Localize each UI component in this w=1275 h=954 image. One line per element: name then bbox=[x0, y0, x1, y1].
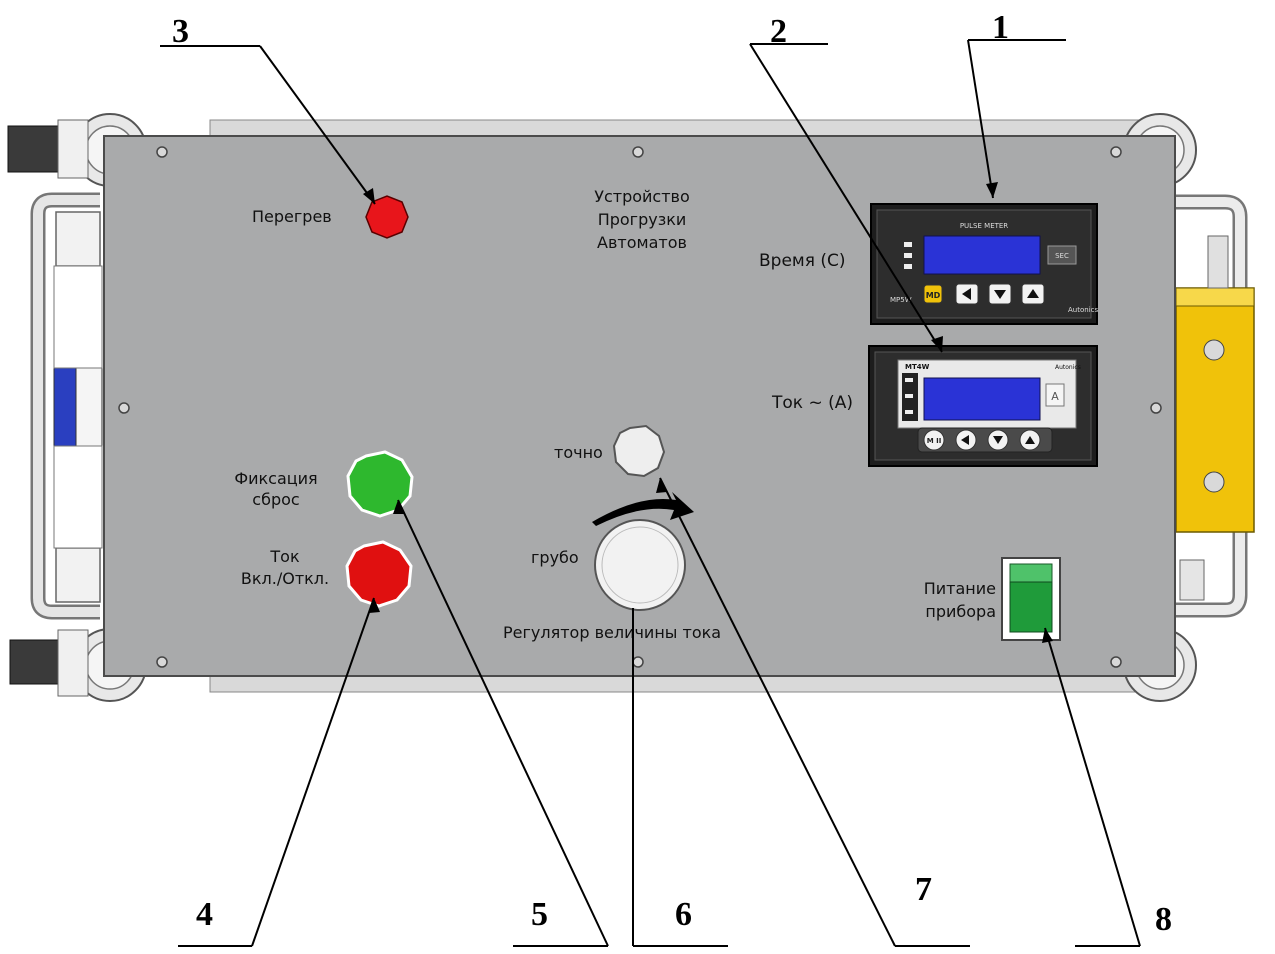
current-meter-model: MT4W bbox=[905, 363, 930, 371]
callout-3: 3 bbox=[172, 13, 189, 50]
down-arrow-icon bbox=[994, 290, 1006, 299]
current-on-off-button[interactable] bbox=[345, 540, 413, 608]
screw bbox=[632, 656, 644, 668]
screw bbox=[1110, 146, 1122, 158]
regulator-label: Регулятор величины тока bbox=[503, 623, 721, 642]
indicator-led bbox=[905, 410, 913, 414]
screw bbox=[118, 402, 130, 414]
time-meter-model: MP5W bbox=[890, 296, 912, 304]
overheat-lamp bbox=[365, 195, 409, 239]
coarse-knob[interactable] bbox=[594, 519, 686, 611]
tok-label-line-2: Вкл./Откл. bbox=[241, 569, 329, 588]
arrowhead-4 bbox=[369, 598, 380, 613]
device-title-line-2: Прогрузки bbox=[598, 210, 687, 229]
power-switch[interactable] bbox=[1001, 557, 1061, 641]
screw bbox=[156, 146, 168, 158]
fine-knob[interactable] bbox=[612, 424, 666, 478]
arrowhead-7 bbox=[656, 478, 667, 493]
power-label-line-1: Питание bbox=[924, 579, 996, 598]
time-meter-brand: PULSE METER bbox=[960, 222, 1008, 230]
md-button-label: MD bbox=[926, 291, 941, 300]
mode-button-label: M II bbox=[927, 437, 942, 445]
power-label-line-2: прибора bbox=[925, 602, 996, 621]
md-button[interactable] bbox=[923, 284, 943, 304]
leader-5 bbox=[397, 499, 609, 947]
coarse-knob-ring bbox=[601, 526, 679, 604]
current-label: Ток ~ (А) bbox=[771, 393, 853, 413]
time-meter: PULSE METER SEC MP5W MD Autonics bbox=[870, 203, 1098, 325]
device-title-line-3: Автоматов bbox=[597, 233, 687, 252]
indicator-led bbox=[904, 253, 912, 258]
callout-7: 7 bbox=[915, 871, 932, 908]
indicator-led bbox=[904, 264, 912, 269]
indicator-led bbox=[904, 242, 912, 247]
overheat-label: Перегрев bbox=[252, 207, 332, 226]
coarse-label: грубо bbox=[531, 548, 579, 567]
time-meter-maker: Autonics bbox=[1068, 306, 1098, 314]
fix-reset-button[interactable] bbox=[346, 450, 414, 518]
arrowhead-1 bbox=[986, 182, 998, 198]
callout-6: 6 bbox=[675, 896, 692, 933]
leader-1 bbox=[967, 39, 994, 199]
device-title-line-1: Устройство bbox=[594, 187, 690, 206]
callout-1: 1 bbox=[992, 9, 1009, 46]
callout-2: 2 bbox=[770, 13, 787, 50]
left-arrow-icon bbox=[962, 288, 971, 300]
screw bbox=[156, 656, 168, 668]
up-arrow-icon bbox=[1025, 436, 1035, 444]
callout-8: 8 bbox=[1155, 901, 1172, 938]
top-rail bbox=[209, 119, 1171, 137]
leader-4 bbox=[251, 597, 375, 947]
screw bbox=[1150, 402, 1162, 414]
screw bbox=[632, 146, 644, 158]
current-meter-maker: Autonics bbox=[1055, 364, 1081, 371]
up-arrow-icon bbox=[1027, 289, 1039, 298]
leader-lines bbox=[160, 39, 1141, 947]
arrowhead-5 bbox=[393, 500, 404, 514]
leader-2 bbox=[749, 43, 943, 353]
leader-7 bbox=[659, 477, 896, 947]
arrowhead-3 bbox=[363, 188, 375, 204]
panel-screws bbox=[118, 146, 1162, 668]
fix-label-line-2: сброс bbox=[252, 490, 299, 509]
unit-window bbox=[1047, 245, 1077, 265]
direction-arrow bbox=[592, 492, 694, 526]
mode-button[interactable] bbox=[923, 429, 945, 451]
left-arrow-icon bbox=[961, 435, 969, 445]
arrowhead-2 bbox=[931, 336, 943, 352]
fix-label-line-1: Фиксация bbox=[234, 469, 317, 488]
bottom-rail bbox=[209, 675, 1171, 693]
indicator-led bbox=[905, 394, 913, 398]
current-meter-unit: A bbox=[1051, 390, 1059, 403]
indicator-led bbox=[905, 378, 913, 382]
screw bbox=[1110, 656, 1122, 668]
left-handle bbox=[30, 192, 103, 620]
leader-3 bbox=[259, 45, 376, 205]
fine-label: точно bbox=[554, 443, 603, 462]
down-arrow-icon bbox=[993, 436, 1003, 444]
time-meter-unit: SEC bbox=[1055, 252, 1069, 260]
current-meter: MT4W Autonics A M II bbox=[868, 345, 1098, 467]
unit-window bbox=[1045, 383, 1065, 407]
current-meter-display bbox=[923, 377, 1041, 421]
callout-5: 5 bbox=[531, 896, 548, 933]
leader-8 bbox=[1044, 627, 1141, 947]
time-meter-display bbox=[923, 235, 1041, 275]
callout-4: 4 bbox=[196, 896, 213, 933]
arrowhead-8 bbox=[1042, 628, 1053, 643]
tok-label-line-1: Ток bbox=[269, 547, 300, 566]
time-label: Время (С) bbox=[759, 251, 846, 271]
